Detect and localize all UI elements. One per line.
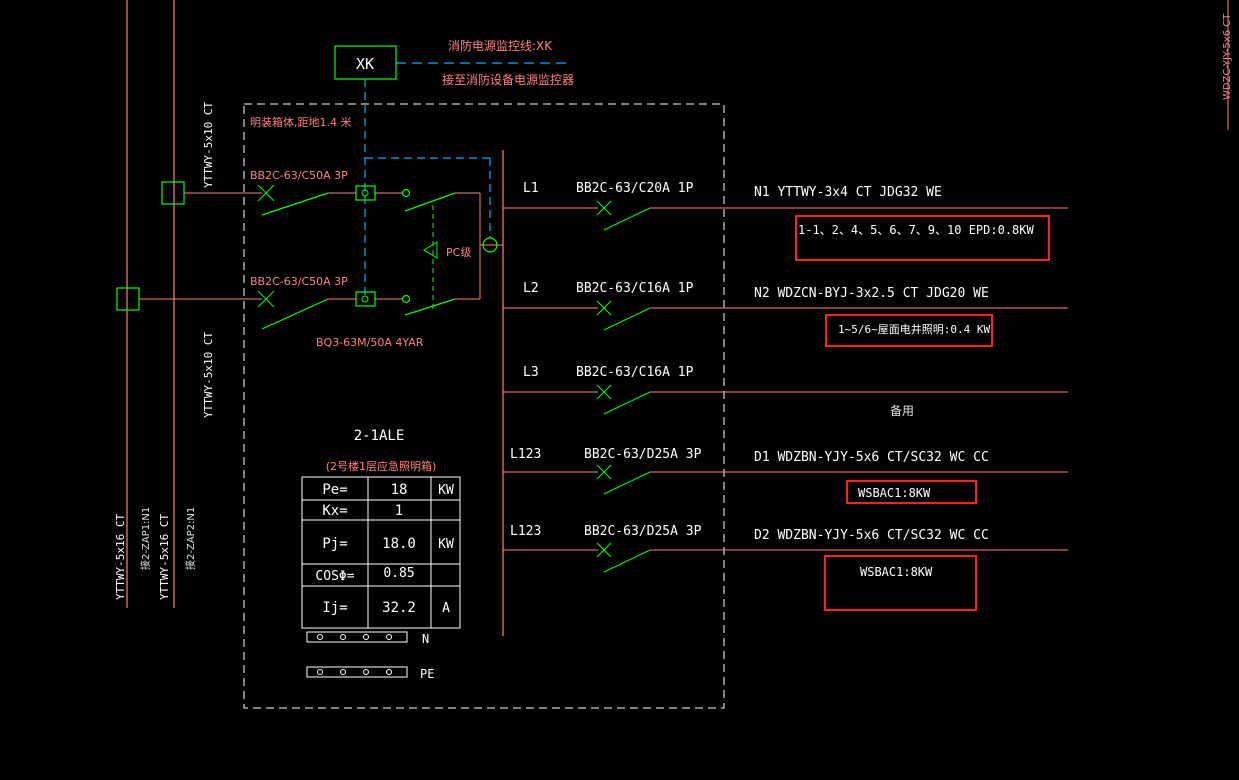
circuit-2-breaker: BB2C-63/C16A 1P <box>576 281 694 296</box>
incomer-breaker-x-1b <box>257 184 275 202</box>
xk-label: XK <box>356 55 374 73</box>
incomer-cable-label-2: YTTWY-5x10 CT <box>202 332 215 418</box>
n-terminal-bar <box>306 631 408 643</box>
circuit-5-breaker-x-b <box>596 542 612 558</box>
left-cable-label-3: YTTWY-5x16 CT <box>158 514 171 600</box>
incomer-breaker-blade-1 <box>261 192 329 216</box>
table-unit-pe: KW <box>438 483 454 498</box>
circuit-1-cable: N1 YTTWY-3x4 CT JDG32 WE <box>754 185 942 200</box>
circuit-3-breaker-x-b <box>596 384 612 400</box>
ats-pivot-2 <box>401 294 411 304</box>
circuit-2-phase: L2 <box>523 281 539 296</box>
circuit-3-load: 备用 <box>890 404 914 418</box>
circuit-1-load-box <box>795 215 1050 261</box>
ats-blade-2 <box>404 298 456 316</box>
circuit-1-phase: L1 <box>523 181 539 196</box>
table-value-pe: 18 <box>391 482 408 498</box>
ats-pivot-1 <box>401 188 411 198</box>
incomer-terminal-1 <box>161 181 185 205</box>
ats-label: BQ3-63M/50A 4YAR <box>316 336 424 349</box>
table-label-pe: Pe= <box>322 482 347 498</box>
table-label-ij: Ij= <box>322 600 347 616</box>
circuit-5-load: WSBAC1:8KW <box>860 565 933 579</box>
pc-label: PC级 <box>446 246 471 259</box>
table-value-cos: 0.85 <box>383 566 414 581</box>
table-unit-pj: KW <box>438 537 454 552</box>
table-value-pj: 18.0 <box>382 536 416 552</box>
circuit-3-phase: L3 <box>523 365 539 380</box>
incomer-breaker-blade-2 <box>261 298 329 330</box>
fire-monitor-text-2: 接至消防设备电源监控器 <box>442 72 574 87</box>
circuit-3-breaker: BB2C-63/C16A 1P <box>576 365 694 380</box>
circuit-5-cable: D2 WDZBN-YJY-5x6 CT/SC32 WC CC <box>754 528 989 543</box>
left-cable-label-2: 接2-ZAP1:N1 <box>139 507 152 570</box>
circuit-2-load-box <box>825 314 993 347</box>
pe-terminal-bar <box>306 666 408 678</box>
circuit-4-load-box <box>846 480 977 504</box>
panel-subtitle: (2号楼1层应急照明箱) <box>326 459 437 473</box>
table-label-pj: Pj= <box>322 536 347 552</box>
n-terminal-label: N <box>422 632 429 646</box>
pc-arrow-icon <box>423 241 438 259</box>
load-table: Pe= 18 KW Kx= 1 Pj= 18.0 KW COSΦ= 0.85 I… <box>301 476 461 629</box>
circuit-5-load-box <box>824 555 977 611</box>
ats-contact-dot-1 <box>361 189 369 197</box>
outgoing-circuits <box>503 200 1068 573</box>
ats-contact-dot-2 <box>361 295 369 303</box>
circuit-4-breaker-blade <box>603 471 651 495</box>
incomer-terminal-2 <box>116 287 140 311</box>
table-value-ij: 32.2 <box>382 600 416 616</box>
fire-monitor-text-1: 消防电源监控线:XK <box>448 38 553 53</box>
circuit-1-load: 1-1、2、4、5、6、7、9、10 EPD:0.8KW <box>798 223 1034 237</box>
panel-name: 2-1ALE <box>354 428 405 444</box>
table-unit-ij: A <box>442 601 450 616</box>
incomer-breaker-label-1: BB2C-63/C50A 3P <box>250 169 348 182</box>
circuit-1-breaker-blade <box>603 207 651 231</box>
circuit-3-breaker-blade <box>603 391 651 415</box>
circuit-2-cable: N2 WDZCN-BYJ-3x2.5 CT JDG20 WE <box>754 286 989 301</box>
circuit-2-breaker-blade <box>603 307 651 331</box>
left-cable-label-4: 接2-ZAP2:N1 <box>184 507 197 570</box>
circuit-5-phase: L123 <box>510 524 541 539</box>
circuit-4-phase: L123 <box>510 447 541 462</box>
circuit-1-breaker-x-b <box>596 200 612 216</box>
enclosure-box <box>243 103 725 709</box>
circuit-4-load: WSBAC1:8KW <box>858 486 931 500</box>
ats-blade-1 <box>404 192 456 212</box>
circuit-4-breaker-x-b <box>596 464 612 480</box>
table-value-kx: 1 <box>395 503 403 519</box>
circuit-2-load: 1~5/6~屋面电井照明:0.4 KW <box>838 322 990 336</box>
circuit-5-breaker: BB2C-63/D25A 3P <box>584 524 702 539</box>
table-label-cos: COSΦ= <box>315 569 354 584</box>
circuit-4-cable: D1 WDZBN-YJY-5x6 CT/SC32 WC CC <box>754 450 989 465</box>
incomer-cable-label-1: YTTWY-5x10 CT <box>202 102 215 188</box>
circuit-5-breaker-blade <box>603 549 651 573</box>
circuit-2-breaker-x-b <box>596 300 612 316</box>
circuit-1-breaker: BB2C-63/C20A 1P <box>576 181 694 196</box>
table-label-kx: Kx= <box>322 503 347 519</box>
enclosure-note: 明装箱体,距地1.4 米 <box>250 115 352 129</box>
incomer-breaker-x-2b <box>257 290 275 308</box>
left-cable-label-1: YTTWY-5x16 CT <box>114 514 127 600</box>
circuit-4-breaker: BB2C-63/D25A 3P <box>584 447 702 462</box>
pe-terminal-label: PE <box>420 667 434 681</box>
incomer-breaker-label-2: BB2C-63/C50A 3P <box>250 275 348 288</box>
